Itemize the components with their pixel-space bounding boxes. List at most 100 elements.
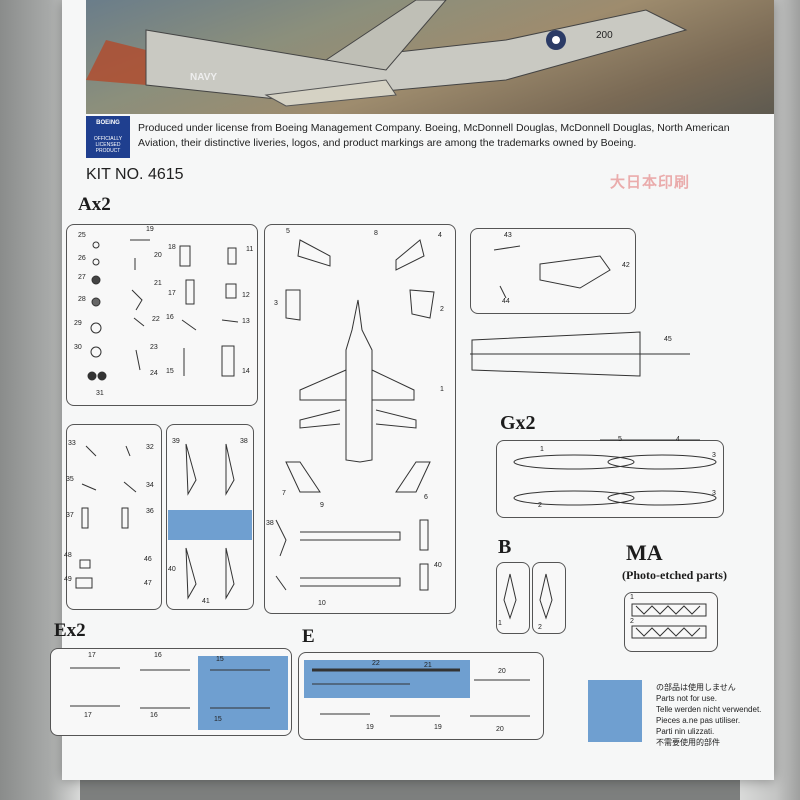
aircraft-number: 200: [596, 30, 613, 41]
sprue-b-label: B: [498, 536, 512, 558]
part-number: 2: [440, 306, 444, 313]
aircraft-illustration: 200 NAVY: [86, 0, 688, 107]
part-number: 16: [150, 712, 158, 719]
part-number: 33: [68, 440, 76, 447]
part-number: 7: [282, 490, 286, 497]
sprue-ex-label: Ex2: [54, 620, 86, 641]
part-number: 14: [242, 368, 250, 375]
notice-line: 不需要使用的部件: [656, 738, 720, 747]
unused-parts-region-a: [168, 510, 252, 540]
part-number: 25: [78, 232, 86, 239]
sprue-g-label: Gx2: [500, 412, 536, 434]
boeing-logo-text: BOEING: [96, 120, 120, 126]
part-number: 1: [440, 386, 444, 393]
part-number: 38: [266, 520, 274, 527]
notice-line: の部品は使用しません: [656, 683, 736, 692]
part-number: 22: [372, 660, 380, 667]
part-number: 44: [502, 298, 510, 305]
part-number: 21: [154, 280, 162, 287]
part-number: 4: [676, 436, 680, 443]
unused-parts-notice: の部品は使用しません Parts not for use. Telle werd…: [656, 682, 761, 748]
publisher-stamp: 大日本印刷: [610, 174, 691, 191]
part-number: 4: [438, 232, 442, 239]
notice-line: Parts not for use.: [656, 694, 717, 703]
part-number: 16: [154, 652, 162, 659]
part-number: 11: [246, 246, 254, 253]
part-number: 34: [146, 482, 154, 489]
part-number: 15: [166, 368, 174, 375]
part-number: 17: [168, 290, 176, 297]
part-number: 40: [434, 562, 442, 569]
unused-parts-region-ex: [198, 656, 288, 730]
part-number: 5: [286, 228, 290, 235]
boeing-logo: BOEING OFFICIALLY LICENSED PRODUCT: [86, 116, 130, 158]
part-number: 19: [366, 724, 374, 731]
sprue-ma-frame: [624, 592, 718, 652]
navy-marking: NAVY: [190, 72, 217, 83]
part-number: 28: [78, 296, 86, 303]
sprue-e-label: E: [302, 626, 315, 647]
part-number: 15: [216, 656, 224, 663]
part-number: 17: [88, 652, 96, 659]
part-number: 3: [712, 490, 716, 497]
part-number: 22: [152, 316, 160, 323]
part-number: 1: [498, 620, 502, 627]
part-number: 43: [504, 232, 512, 239]
part-number: 3: [712, 452, 716, 459]
part-number: 29: [74, 320, 82, 327]
part-number: 6: [424, 494, 428, 501]
notice-line: Telle werden nicht verwendet.: [656, 705, 762, 714]
part-number: 8: [374, 230, 378, 237]
part-number: 41: [202, 598, 210, 605]
part-number: 1: [540, 446, 544, 453]
part-number: 24: [150, 370, 158, 377]
part-number: 2: [538, 624, 542, 631]
part-number: 39: [172, 438, 180, 445]
notice-line: Parti nin ulizzati.: [656, 727, 715, 736]
part-number: 18: [168, 244, 176, 251]
part-number: 1: [630, 594, 634, 601]
part-number: 19: [434, 724, 442, 731]
notice-line: Pieces a.ne pas utiliser.: [656, 716, 741, 725]
part-number: 48: [64, 552, 72, 559]
part-number: 16: [166, 314, 174, 321]
part-number: 5: [618, 436, 622, 443]
license-text: Produced under license from Boeing Manag…: [138, 122, 730, 149]
box-art-photo: 200 NAVY: [86, 0, 774, 114]
part-number: 30: [74, 344, 82, 351]
part-number: 23: [150, 344, 158, 351]
part-number: 10: [318, 600, 326, 607]
photo-etched-label: (Photo-etched parts): [622, 568, 727, 582]
part-number: 15: [214, 716, 222, 723]
part-number: 49: [64, 576, 72, 583]
part-number: 12: [242, 292, 250, 299]
part-number: 36: [146, 508, 154, 515]
part-number: 20: [498, 668, 506, 675]
part-number: 9: [320, 502, 324, 509]
sprue-b-frame-2: [532, 562, 566, 634]
sprue-ma-label: MA: [626, 540, 663, 565]
part-number: 38: [240, 438, 248, 445]
part-number: 21: [424, 662, 432, 669]
part-number: 42: [622, 262, 630, 269]
part-number: 19: [146, 226, 154, 233]
part-number: 35: [66, 476, 74, 483]
unused-parts-legend-swatch: [588, 680, 642, 742]
sprue-b-frame-1: [496, 562, 530, 634]
sprue-g-frame: [496, 440, 724, 518]
sprue-a-label: Ax2: [78, 194, 111, 215]
unused-parts-region-e: [304, 660, 470, 698]
part-number: 32: [146, 444, 154, 451]
part-number: 37: [66, 512, 74, 519]
part-number: 47: [144, 580, 152, 587]
part-number: 2: [538, 502, 542, 509]
part-number: 20: [496, 726, 504, 733]
part-number: 45: [664, 336, 672, 343]
part-number: 31: [96, 390, 104, 397]
part-number: 17: [84, 712, 92, 719]
part-number: 2: [630, 618, 634, 625]
part-number: 13: [242, 318, 250, 325]
kit-number: KIT NO. 4615: [86, 166, 184, 183]
sprue-a-fuselage-frame: [264, 224, 456, 614]
